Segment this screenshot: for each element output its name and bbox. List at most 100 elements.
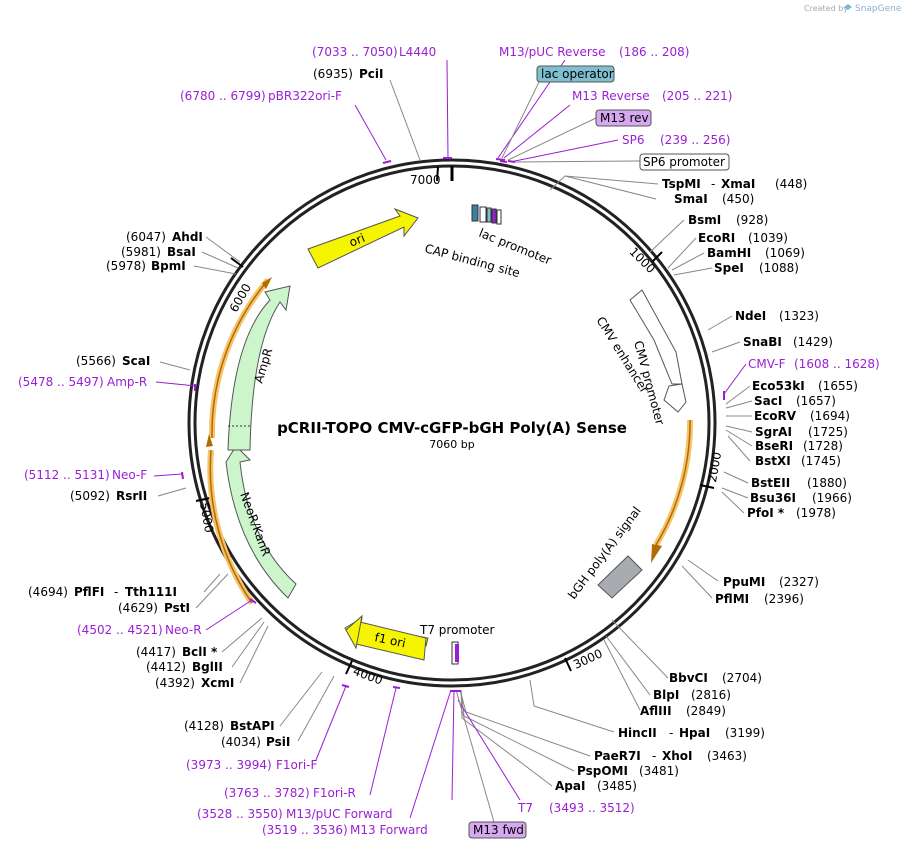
enzyme-name-pspomi: PspOMI <box>577 764 628 778</box>
snapgene-credit: Created by SnapGene <box>804 4 902 14</box>
enzyme-pos-sgrai: (1725) <box>808 425 848 439</box>
primer-range-neo-f: (5112 .. 5131) <box>24 468 110 482</box>
primer-markers <box>181 157 725 692</box>
tick-5000 <box>195 497 211 502</box>
enzyme-name-hincii: HincII <box>618 726 657 740</box>
primer-range-l4440: (7033 .. 7050) <box>312 45 398 59</box>
primer-name-f1ori-r: F1ori-R <box>313 786 356 800</box>
lac-promoter-feature <box>479 206 487 223</box>
cgfp-arrowhead <box>651 544 662 563</box>
primer-name-cmv-f: CMV-F <box>748 357 786 371</box>
enzyme-pos-scai: (5566) <box>76 354 116 368</box>
credit-text: Created by <box>804 4 848 13</box>
enzyme-name-bstxi: BstXI <box>755 454 791 468</box>
enzyme-name-pflmi: PflMI <box>715 592 749 606</box>
lac-region <box>471 204 502 225</box>
enzyme-pos-pflfi: (4694) <box>28 585 68 599</box>
cgfp-arc <box>655 419 691 546</box>
enzyme-pos-psti: (4629) <box>118 601 158 615</box>
primer-name-m13-puc-reverse: M13/pUC Reverse <box>499 45 606 59</box>
enzyme-pos-eco53ki: (1655) <box>818 379 858 393</box>
tick-label-3000: 3000 <box>571 646 605 672</box>
enzyme-pos-ecori: (1039) <box>748 231 788 245</box>
enzyme-name-ndei: NdeI <box>735 309 766 323</box>
neo-arrowhead <box>206 434 213 447</box>
enzyme-pos-bglii: (4412) <box>146 660 186 674</box>
enzyme-pos-bbvci: (2704) <box>722 671 762 685</box>
primer-range-t7: (3493 .. 3512) <box>549 801 635 815</box>
enzyme-pos-bcli: (4417) <box>136 645 176 659</box>
m13-rev-box <box>595 109 652 127</box>
ampr-feature <box>227 285 291 451</box>
primer-name-sp6: SP6 <box>622 133 645 147</box>
ori-label: ori <box>347 231 367 250</box>
primer-name-t7: T7 <box>517 801 533 815</box>
primer-name-m13-reverse: M13 Reverse <box>572 89 650 103</box>
backbone-outer <box>187 158 717 688</box>
m13-rev-label: M13 rev <box>600 111 649 125</box>
tick-2000 <box>699 484 715 489</box>
amp-arrowhead <box>262 277 272 289</box>
enzyme-name-blpi: BlpI <box>653 688 679 702</box>
enzyme-name-hpai: HpaI <box>679 726 710 740</box>
enzyme-name-tth111i: Tth111I <box>125 585 177 599</box>
enzyme-pos-ppumi: (2327) <box>779 575 819 589</box>
enzyme-name-afliii: AflIII <box>640 704 672 718</box>
tick-3000 <box>564 657 572 672</box>
connector-lines <box>153 59 753 823</box>
credit-brand: SnapGene <box>855 4 902 14</box>
primer-range-f1ori-f: (3973 .. 3994) <box>186 758 272 772</box>
enzyme-pos-spei: (1088) <box>759 261 799 275</box>
enzyme-dash: - <box>711 177 715 191</box>
lac-operator-label: lac operator <box>541 67 614 81</box>
lac-operator-box <box>536 65 615 83</box>
enzyme-name-sgrai: SgrAI <box>755 425 792 439</box>
enzyme-pos-rsrii: (5092) <box>70 489 110 503</box>
primer-name-pbr322ori-f: pBR322ori-F <box>268 89 342 103</box>
enzyme-name-ecorv: EcoRV <box>754 409 797 423</box>
tick-label-4000: 4000 <box>351 664 384 688</box>
enzyme-pos-ecorv: (1694) <box>810 409 850 423</box>
m13-fwd-box <box>468 821 527 839</box>
enzyme-pos-psii: (4034) <box>221 735 261 749</box>
f1-ori-label: f1 ori <box>373 630 407 650</box>
enzyme-dash: - <box>669 726 673 740</box>
tick-1000 <box>651 251 663 263</box>
enzyme-dash: - <box>114 585 118 599</box>
enzyme-pos-snabi: (1429) <box>793 335 833 349</box>
bgh-polya-feature <box>597 555 643 599</box>
tick-marks <box>195 166 715 675</box>
tick-6000 <box>230 257 244 268</box>
enzyme-name-ahdi: AhdI <box>172 230 203 244</box>
cap-binding-site-feature <box>471 204 479 222</box>
primer-name-l4440: L4440 <box>399 45 436 59</box>
enzyme-name-bsmi: BsmI <box>688 213 721 227</box>
enzyme-pos-apai: (3485) <box>597 779 637 793</box>
enzyme-name-saci: SacI <box>754 394 782 408</box>
plasmid-name: pCRII-TOPO CMV-cGFP-bGH Poly(A) Sense <box>277 419 627 437</box>
enzyme-pos-ahdi: (6047) <box>126 230 166 244</box>
enzyme-name-bstapi: BstAPI <box>230 719 275 733</box>
primer-name-f1ori-f: F1ori-F <box>276 758 317 772</box>
enzyme-name-psii: PsiI <box>266 735 290 749</box>
enzyme-name-paer7i: PaeR7I <box>594 749 641 763</box>
enzyme-name-ppumi: PpuMI <box>723 575 765 589</box>
tick-4000 <box>345 660 353 675</box>
f1-ori-arrowhead <box>345 614 363 650</box>
enzyme-name-xcmi: XcmI <box>201 676 234 690</box>
enzyme-pos-bamhi: (1069) <box>765 246 805 260</box>
enzyme-name-bsai: BsaI <box>167 245 196 259</box>
enzyme-name-bbvci: BbvCI <box>669 671 708 685</box>
enzyme-name-spei: SpeI <box>714 261 744 275</box>
m13-rev-feature <box>491 208 497 224</box>
enzyme-pos-bsu36i: (1966) <box>812 491 852 505</box>
enzyme-pos-tspmi: (448) <box>775 177 807 191</box>
m13-fwd-label: M13 fwd <box>473 823 524 837</box>
enzyme-pos-blpi: (2816) <box>691 688 731 702</box>
enzyme-pos-bpmi: (5978) <box>106 259 146 273</box>
primer-range-m13-reverse: (205 .. 221) <box>662 89 732 103</box>
primer-name-neo-f: Neo-F <box>112 468 147 482</box>
enzyme-pos-bsmi: (928) <box>736 213 768 227</box>
sp6-promoter-label: SP6 promoter <box>643 155 725 169</box>
primer-range-amp-r: (5478 .. 5497) <box>18 375 104 389</box>
